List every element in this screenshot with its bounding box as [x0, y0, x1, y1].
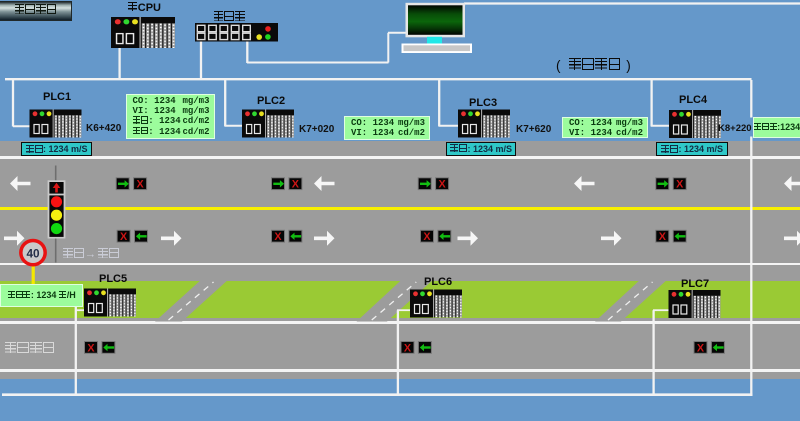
svg-text:40: 40	[26, 246, 40, 260]
